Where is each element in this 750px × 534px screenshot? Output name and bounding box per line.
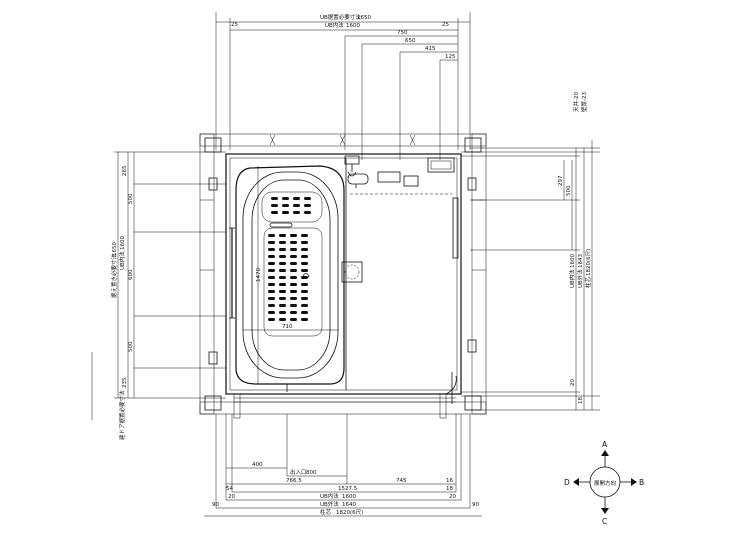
unit-bath-room: [225, 153, 462, 419]
right-inner-label: UB内法: [568, 269, 576, 288]
bottom-dim-745: 745: [396, 478, 407, 484]
top-inner-label: UB内法: [325, 21, 344, 29]
right-dim-500: 500: [566, 185, 572, 196]
bottom-dim-54: 54: [226, 486, 233, 492]
left-dim-235: 235: [122, 377, 128, 388]
bottom-dim-20b: 20: [449, 494, 456, 500]
top-dimensions: UB据置必要寸法 1650 UB内法 1600 25 25 750 650 41…: [215, 12, 471, 160]
arrow-left-icon: [573, 478, 579, 486]
compass-label: 展開方向: [594, 479, 616, 487]
bottom-dim-90b: 90: [472, 502, 479, 508]
left-inner-val: 1600: [120, 236, 126, 250]
right-note2: 壁厚-23: [580, 92, 588, 112]
left-dim-265: 265: [122, 165, 128, 176]
top-dim-415: 415: [425, 46, 436, 52]
right-inner-val: 1600: [570, 254, 576, 268]
right-dim-297: 297: [558, 175, 564, 186]
right-dimensions: 天井-20 壁厚-23 297 500 20 18 UB内法 1600 UB外法…: [461, 92, 600, 411]
mixer-tap: [377, 171, 401, 183]
left-install-label: 据え置き必要寸法: [110, 253, 118, 298]
compass-a: A: [602, 440, 608, 449]
wall-shelf: [427, 157, 455, 173]
compass-b: B: [639, 478, 644, 487]
compass-d: D: [564, 478, 570, 487]
top-dim-750: 750: [397, 30, 408, 36]
right-pillar-val: 1820(6尺): [585, 249, 592, 276]
bottom-dim-20a: 20: [228, 494, 235, 500]
arrow-down-icon: [601, 508, 609, 514]
top-left-25: 25: [231, 22, 238, 28]
bottom-dim-800: 800: [306, 470, 317, 476]
top-dim-125: 125: [445, 54, 456, 60]
top-dim-650: 650: [405, 38, 416, 44]
left-door-label: 建ドア据置必要寸法: [118, 390, 126, 440]
top-right-25: 25: [442, 22, 449, 28]
tub-anti-slip-pattern: [268, 197, 311, 321]
left-dim-500a: 500: [128, 193, 134, 204]
bottom-dim-18: 18: [446, 486, 453, 492]
right-note1: 天井-20: [572, 92, 580, 112]
right-outer-label: UB外法: [576, 269, 584, 288]
bottom-inner-label: UB内法: [320, 492, 339, 500]
bottom-pillar-val: 1820(6尺): [336, 509, 363, 516]
right-outer-val: 1643: [578, 254, 584, 268]
tub-length-dim: 1470: [256, 268, 262, 282]
bottom-door-label: 出入口: [290, 468, 307, 476]
bottom-pillar-label: 柱芯: [320, 508, 332, 516]
right-dim-20: 20: [570, 379, 576, 386]
left-inner-label: UB内法: [118, 251, 126, 270]
top-install-label: UB据置必要寸法: [320, 13, 361, 21]
bottom-dim-766: 766.5: [286, 478, 302, 484]
arrow-up-icon: [601, 450, 609, 456]
top-inner-val: 1600: [346, 23, 360, 29]
bottom-dim-16: 16: [446, 478, 453, 484]
right-dim-18: 18: [578, 397, 584, 404]
bottom-dim-1527: 1527.5: [338, 486, 358, 492]
bottom-inner-val: 1600: [342, 494, 356, 500]
bathtub: 1470 710: [229, 165, 345, 392]
floor-drain: [341, 261, 363, 283]
right-pillar-label: 柱芯: [584, 276, 592, 288]
top-install-val: 1650: [357, 15, 371, 21]
compass-c: C: [602, 517, 607, 526]
bottom-outer-label: UB外法: [320, 500, 339, 508]
side-grab-bar: [452, 197, 459, 259]
left-dimensions: 265 500 600 500 235 据え置き必要寸法 1650 UB内法 1…: [91, 151, 226, 440]
left-install-val: 1650: [112, 242, 118, 256]
shower-holder: [344, 155, 360, 165]
shower-control: [403, 175, 419, 187]
bottom-dimensions: 400 出入口 800 766.5 54 745 16 20 1527.5 18…: [204, 414, 482, 517]
bottom-dim-90a: 90: [212, 502, 219, 508]
wash-area-fixtures: [341, 155, 459, 283]
faucet-body: [347, 173, 369, 185]
tub-width-dim: 710: [282, 324, 293, 330]
tub-drain: [303, 273, 309, 279]
arrow-right-icon: [631, 478, 637, 486]
bottom-outer-val: 1640: [342, 502, 356, 508]
left-dim-500b: 500: [128, 341, 134, 352]
left-dim-600: 600: [128, 269, 134, 280]
bottom-dim-400: 400: [252, 462, 263, 468]
view-direction-compass: A B C D 展開方向: [564, 440, 644, 526]
